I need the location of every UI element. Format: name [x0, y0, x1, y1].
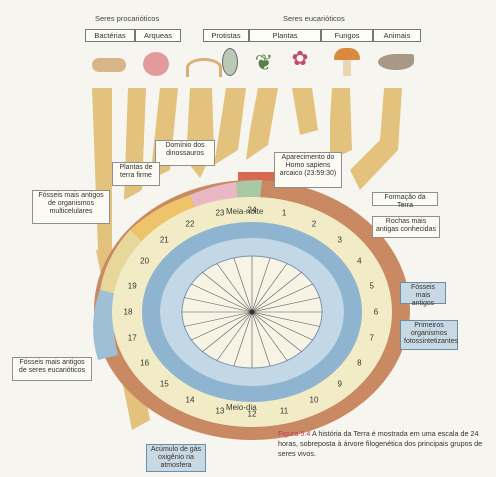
mushroom-stem-icon	[343, 60, 351, 76]
group-archaea: Arqueas	[135, 29, 181, 42]
midnight-label: Meia-noite	[226, 208, 263, 216]
hour-number: 19	[128, 281, 137, 290]
label-land-plants: Plantas de terra firme	[112, 162, 160, 186]
group-bacteria: Bactérias	[85, 29, 135, 42]
hour-number: 24	[248, 206, 257, 215]
hour-number: 13	[215, 406, 224, 415]
hour-number: 7	[370, 334, 374, 343]
hour-number: 5	[370, 281, 374, 290]
hour-number: 23	[215, 209, 224, 218]
label-multicellular: Fósseis mais antigos de organismos multi…	[32, 190, 110, 224]
hour-number: 4	[357, 257, 361, 266]
hour-number: 14	[186, 396, 195, 405]
hour-number: 2	[312, 219, 316, 228]
hour-number: 10	[310, 396, 319, 405]
group-protists: Protistas	[203, 29, 249, 42]
flower-icon: ✿	[288, 46, 312, 74]
label-earth-formation: Formação da Terra	[372, 192, 438, 206]
label-oldest-rocks: Rochas mais antigas conhecidas	[372, 216, 440, 238]
hour-number: 22	[186, 219, 195, 228]
bacteria-icon	[92, 58, 126, 72]
bird-icon	[378, 54, 414, 70]
group-animals: Animais	[373, 29, 421, 42]
label-oxygen: Acúmulo de gás oxigênio na atmosfera	[146, 444, 206, 472]
hour-number: 8	[357, 359, 361, 368]
hour-number: 15	[160, 380, 169, 389]
hour-number: 6	[374, 308, 378, 317]
label-photosynthesizers: Primeiros organismos fotossintetizantes	[400, 320, 458, 350]
hour-number: 16	[140, 359, 149, 368]
label-oldest-fossils: Fósseis mais antigos	[400, 282, 446, 304]
mushroom-cap-icon	[334, 48, 360, 60]
paramecium-icon	[222, 48, 238, 76]
hour-number: 17	[128, 334, 137, 343]
hour-number: 9	[337, 380, 341, 389]
hour-number: 18	[124, 308, 133, 317]
hour-number: 3	[337, 235, 341, 244]
label-homo-sapiens: Aparecimento do Homo sapiens arcaico (23…	[274, 152, 342, 188]
figure-number: Figura 5.4	[278, 429, 310, 438]
group-fungi: Fungos	[321, 29, 373, 42]
group-plants: Plantas	[249, 29, 321, 42]
protist-icon	[186, 58, 222, 77]
eukaryotes-header: Seres eucarióticos	[283, 14, 345, 23]
hour-number: 1	[282, 209, 286, 218]
hour-number: 11	[280, 406, 288, 415]
label-eukaryote-fossils: Fósseis mais antigos de seres eucariótic…	[12, 357, 92, 381]
archaea-icon	[143, 52, 169, 76]
figure-caption: Figura 5.4 A história da Terra é mostrad…	[278, 429, 494, 459]
clock-center	[250, 310, 255, 315]
hour-number: 20	[140, 257, 149, 266]
plant-icon: ❦	[252, 50, 276, 76]
prokaryotes-header: Seres procarióticos	[95, 14, 159, 23]
hour-number: 21	[160, 235, 169, 244]
label-dinosaurs: Domínio dos dinossauros	[155, 140, 215, 166]
hour-number: 12	[248, 410, 257, 419]
